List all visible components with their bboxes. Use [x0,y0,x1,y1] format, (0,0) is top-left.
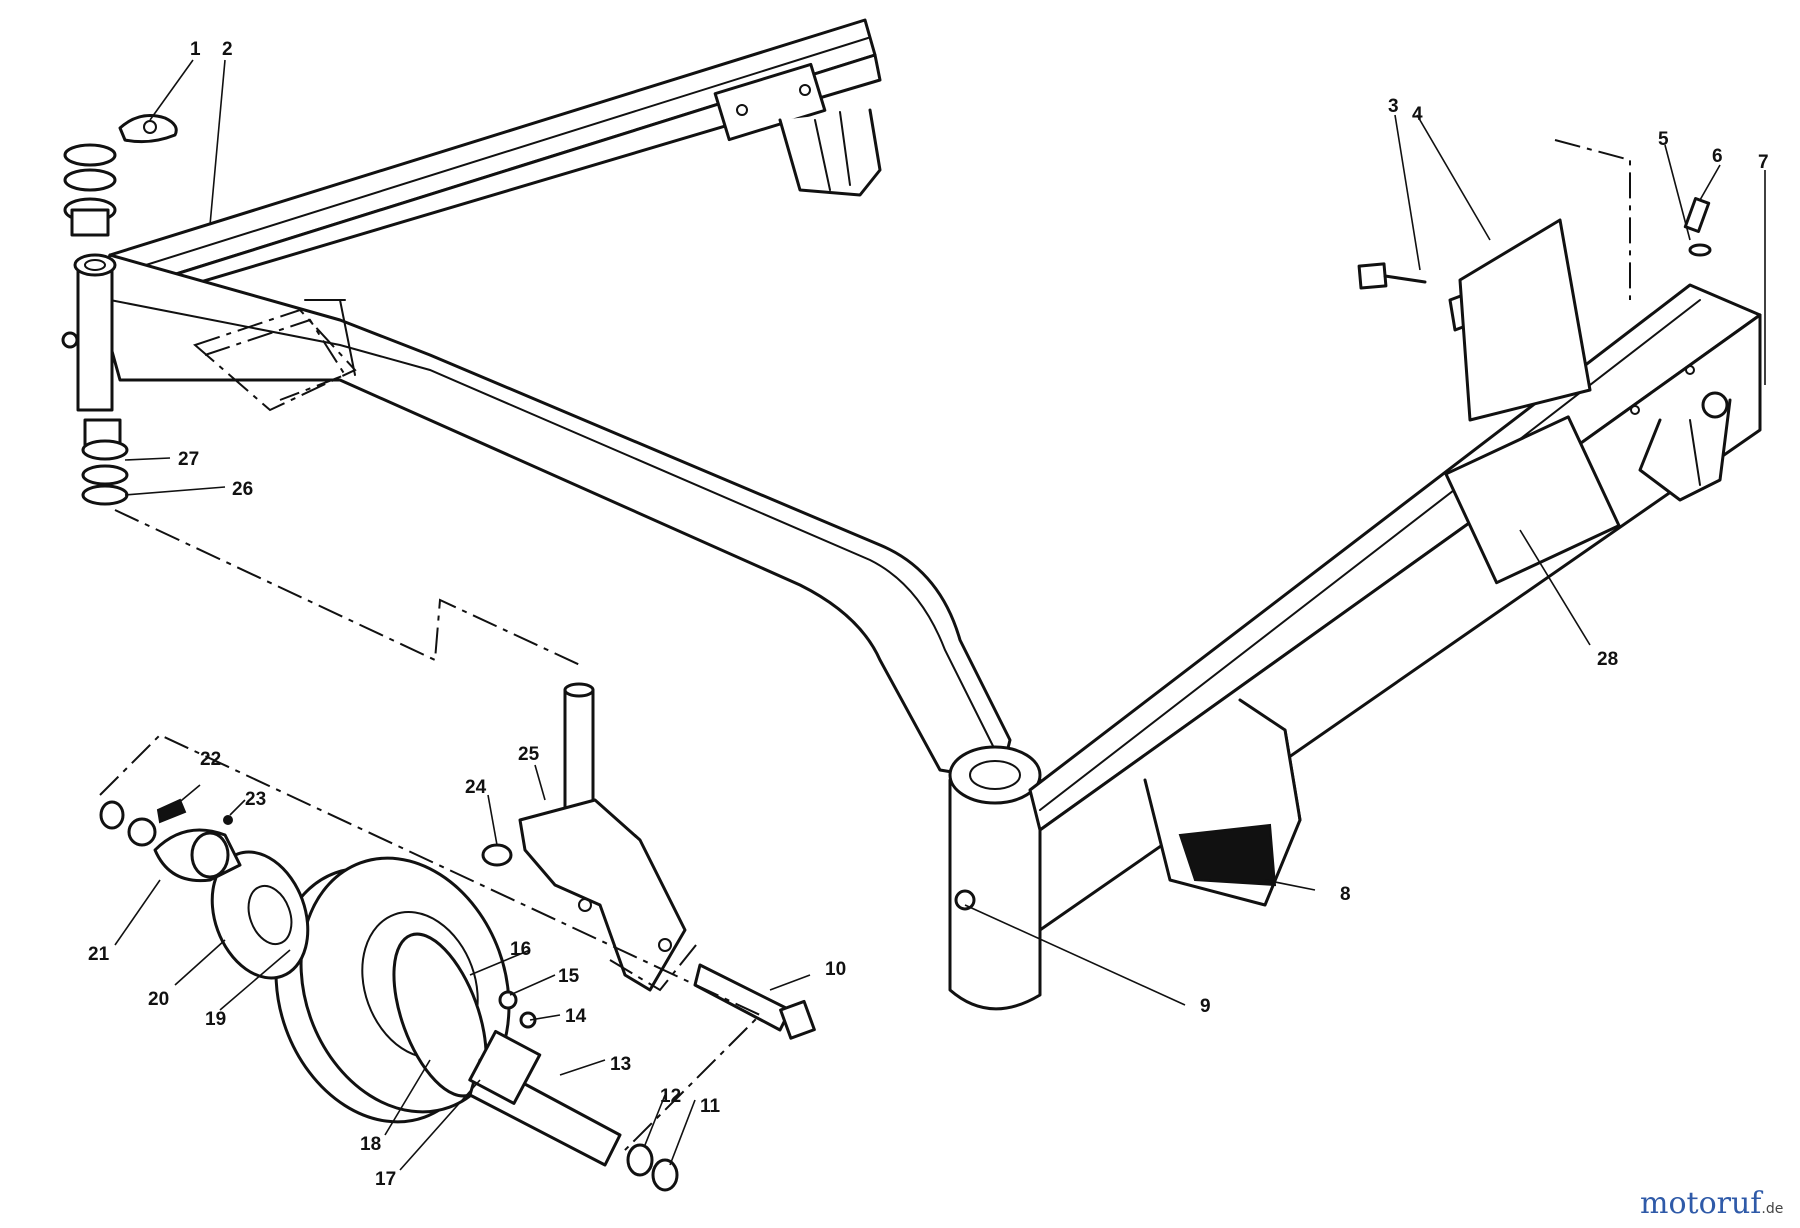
right-hardware [1357,139,1729,422]
callout-28: 28 [1597,649,1618,670]
callout-26: 26 [232,479,253,500]
axle-assembly [468,990,679,1192]
callout-11: 11 [700,1096,721,1117]
callout-24: 24 [465,777,487,798]
callout-15: 15 [558,966,580,987]
callout-21: 21 [88,944,110,965]
callout-6: 6 [1712,146,1723,167]
svg-text:motoruf.de: motoruf.de [1640,1186,1783,1221]
caster-fork [481,682,687,992]
watermark-suffix: .de [1761,1201,1783,1217]
callout-25: 25 [518,744,540,765]
callout-19: 19 [205,1009,226,1030]
bolt-10 [693,963,816,1040]
caster-wheel-assembly [99,798,511,1124]
footrest-step [1143,698,1302,907]
callout-14: 14 [565,1006,587,1027]
watermark-logo: motoruf.de [1640,1186,1783,1221]
callout-5: 5 [1658,129,1669,150]
callout-7: 7 [1758,152,1769,173]
callout-27: 27 [178,449,199,470]
front-pivot-tube [948,745,1042,1011]
callout-17: 17 [375,1169,396,1190]
frame-right-rail [1028,283,1762,932]
callout-3: 3 [1388,96,1399,117]
callout-12: 12 [660,1086,681,1107]
callout-22: 22 [200,749,221,770]
callout-4: 4 [1412,104,1423,125]
left-pivot-assembly [61,114,178,506]
callout-labels: 1 2 3 4 5 6 7 8 9 10 11 12 13 14 15 16 1… [88,39,1769,1190]
leader-lines [114,59,1766,1171]
callout-10: 10 [825,959,846,980]
callout-18: 18 [360,1134,381,1155]
callout-23: 23 [245,789,266,810]
callout-8: 8 [1340,884,1351,905]
frame-rear-bar [108,18,882,302]
frame-front-rail [93,253,1012,782]
callout-1: 1 [190,39,201,60]
assembly-lines [99,509,762,1156]
callout-13: 13 [610,1054,631,1075]
callout-9: 9 [1200,996,1211,1017]
callout-16: 16 [510,939,531,960]
callout-2: 2 [222,39,233,60]
callout-20: 20 [148,989,169,1010]
watermark-text: motoruf [1640,1186,1763,1221]
